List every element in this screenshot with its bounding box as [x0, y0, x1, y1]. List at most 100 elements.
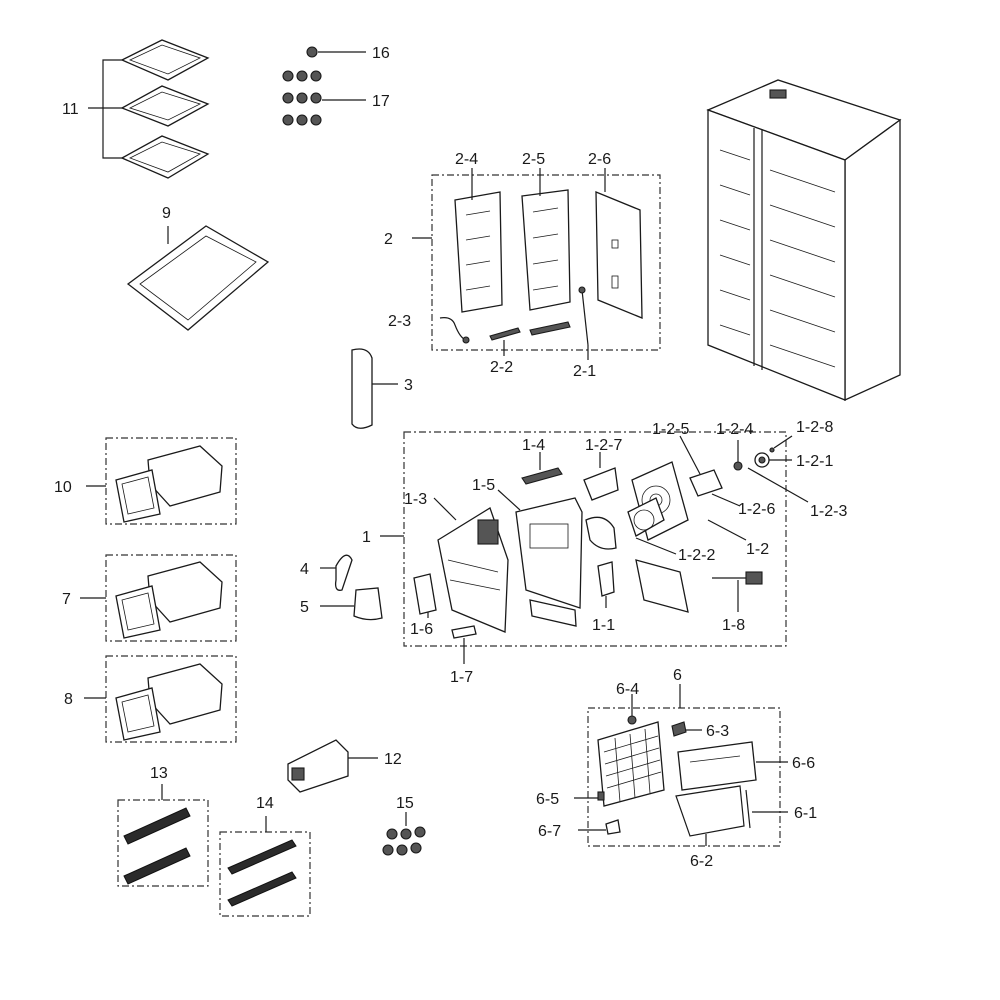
part-1-2-5-motor: [679, 435, 723, 497]
part-1-2-4-grommet: [733, 440, 743, 471]
group-box-6: [587, 707, 781, 847]
part-11-shelves: [88, 39, 210, 179]
part-1-4-strip: [521, 452, 563, 485]
callout-2-5: 2-5: [522, 151, 545, 168]
part-1-5-cover: [497, 489, 583, 609]
callout-1-2-6: 1-2-6: [738, 501, 775, 518]
callout-1-2-2: 1-2-2: [678, 547, 715, 564]
callout-2-2: 2-2: [490, 359, 513, 376]
callout-6-3: 6-3: [706, 723, 729, 740]
callout-1-8: 1-8: [722, 617, 745, 634]
part-6-evaporator: [597, 721, 665, 807]
part-6-3-fuse: [671, 721, 702, 737]
part-1-3-cover: [433, 497, 509, 633]
callout-6: 6: [673, 667, 682, 684]
part-1-2-1-fan-blade: [754, 452, 792, 468]
callout-14: 14: [256, 795, 274, 812]
callout-8: 8: [64, 691, 73, 708]
callout-1-2-5: 1-2-5: [652, 421, 689, 438]
part-9-shelf-frame: [126, 225, 270, 331]
group-box-7: [105, 554, 237, 642]
callout-1-5: 1-5: [472, 477, 495, 494]
callout-15: 15: [396, 795, 414, 812]
callout-12: 12: [384, 751, 402, 768]
callout-1-2-3: 1-2-3: [810, 503, 847, 520]
part-15-screws: [382, 812, 426, 856]
part-16-screw: [306, 46, 366, 58]
callout-7: 7: [62, 591, 71, 608]
callout-6-5: 6-5: [536, 791, 559, 808]
part-1-8-harness: [712, 571, 763, 612]
part-14-rails: [227, 816, 297, 907]
callout-2-1: 2-1: [573, 363, 596, 380]
callout-1: 1: [362, 529, 371, 546]
callout-2-6: 2-6: [588, 151, 611, 168]
group-box-14: [219, 831, 311, 917]
part-13-rails: [123, 784, 191, 885]
part-4-clip: [320, 554, 353, 591]
callout-1-2-7: 1-2-7: [585, 437, 622, 454]
part-6-5-clip: [574, 791, 605, 801]
part-1-2-fan-assembly: [627, 461, 747, 541]
callout-2: 2: [384, 231, 393, 248]
callout-3: 3: [404, 377, 413, 394]
part-6-4-sensor: [627, 694, 637, 725]
callout-10: 10: [54, 479, 72, 496]
part-2-4-panel: [454, 168, 503, 313]
callout-1-7: 1-7: [450, 669, 473, 686]
part-1-2-7-bracket: [583, 452, 619, 501]
callout-1-2: 1-2: [746, 541, 769, 558]
part-1-2-2-shroud: [585, 516, 677, 555]
callout-1-2-8: 1-2-8: [796, 419, 833, 436]
part-2-6-cover: [595, 168, 643, 319]
callout-1-6: 1-6: [410, 621, 433, 638]
refrigerator-cabinet: [706, 79, 902, 402]
callout-6-1: 6-1: [794, 805, 817, 822]
callout-11: 11: [62, 101, 79, 118]
group-box-2: [431, 174, 661, 351]
part-2-5-panel: [521, 168, 571, 311]
callout-6-7: 6-7: [538, 823, 561, 840]
part-8-drawer: [84, 663, 223, 741]
callout-1-1: 1-1: [592, 617, 615, 634]
group-box-10: [105, 437, 237, 525]
part-1-6-strip: [413, 573, 437, 618]
group-box-1: [403, 431, 787, 647]
part-1-1-bracket: [529, 561, 615, 627]
callout-16: 16: [372, 45, 390, 62]
part-12-module: [287, 739, 378, 793]
callout-1-2-1: 1-2-1: [796, 453, 833, 470]
part-6-7-bracket: [578, 819, 621, 835]
part-3-duct: [351, 348, 398, 429]
group-box-8: [105, 655, 237, 743]
part-1-7-label: [451, 625, 477, 664]
callout-6-4: 6-4: [616, 681, 639, 698]
callout-5: 5: [300, 599, 309, 616]
callout-17: 17: [372, 93, 390, 110]
callout-1-4: 1-4: [522, 437, 545, 454]
part-7-drawer: [80, 561, 223, 639]
part-6-6-heater: [677, 741, 788, 791]
callout-2-3: 2-3: [388, 313, 411, 330]
callout-4: 4: [300, 561, 309, 578]
part-2-2-strips: [489, 321, 571, 356]
part-2-1-sensor: [578, 286, 589, 360]
callout-1-3: 1-3: [404, 491, 427, 508]
callout-6-6: 6-6: [792, 755, 815, 772]
callout-9: 9: [162, 205, 171, 222]
group-box-13: [117, 799, 209, 887]
callout-2-4: 2-4: [455, 151, 478, 168]
part-1-2-8-screw: [769, 435, 793, 453]
callout-1-2-4: 1-2-4: [716, 421, 753, 438]
part-1-2-plate: [635, 559, 689, 613]
part-2-3-wire: [439, 317, 470, 344]
part-5-cap: [320, 587, 383, 621]
callout-13: 13: [150, 765, 168, 782]
part-10-drawer: [86, 445, 223, 523]
leader-1-2-6: [711, 493, 741, 507]
part-6-1-wire: [745, 789, 788, 829]
part-17-screws: [282, 70, 366, 126]
leader-1-2-3: [747, 467, 809, 503]
part-6-2-heater-loop: [675, 785, 745, 846]
